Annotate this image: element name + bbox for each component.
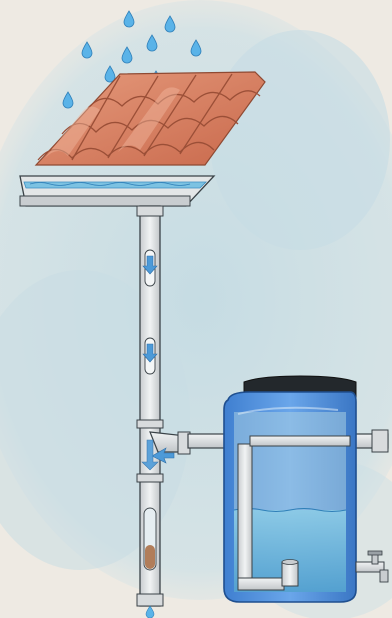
gutter: [20, 176, 214, 206]
downpipe: [137, 206, 163, 618]
water-tank: [224, 376, 356, 602]
